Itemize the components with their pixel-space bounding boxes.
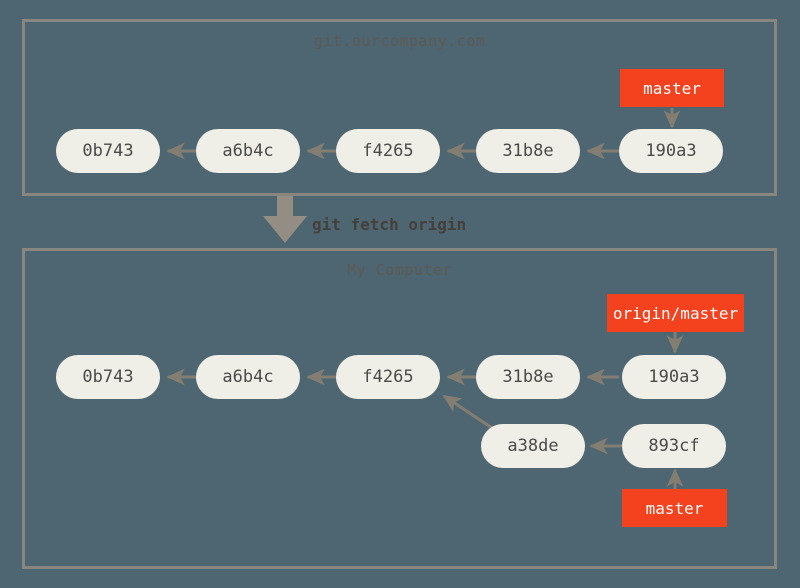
local-commit-31b8e[interactable]: 31b8e: [476, 355, 580, 399]
remote-commit-0b743[interactable]: 0b743: [56, 129, 160, 173]
local-commit-893cf[interactable]: 893cf: [622, 424, 726, 468]
remote-commit-a6b4c[interactable]: a6b4c: [196, 129, 300, 173]
remote-commit-f4265[interactable]: f4265: [336, 129, 440, 173]
local-commit-a6b4c[interactable]: a6b4c: [196, 355, 300, 399]
local-repo-title: My Computer: [347, 261, 452, 279]
fetch-command-label: git fetch origin: [312, 215, 467, 234]
remote-repo-title: git.ourcompany.com: [313, 32, 486, 50]
remote-commit-31b8e[interactable]: 31b8e: [476, 129, 580, 173]
local-branch-master[interactable]: master: [622, 489, 727, 527]
local-commit-190a3[interactable]: 190a3: [622, 355, 726, 399]
remote-branch-master[interactable]: master: [620, 69, 724, 107]
fetch-flow-arrow: [263, 196, 307, 243]
local-branch-origin-master[interactable]: origin/master: [607, 294, 744, 332]
local-commit-f4265[interactable]: f4265: [336, 355, 440, 399]
local-commit-0b743[interactable]: 0b743: [56, 355, 160, 399]
local-commit-a38de[interactable]: a38de: [481, 424, 585, 468]
remote-commit-190a3[interactable]: 190a3: [619, 129, 723, 173]
